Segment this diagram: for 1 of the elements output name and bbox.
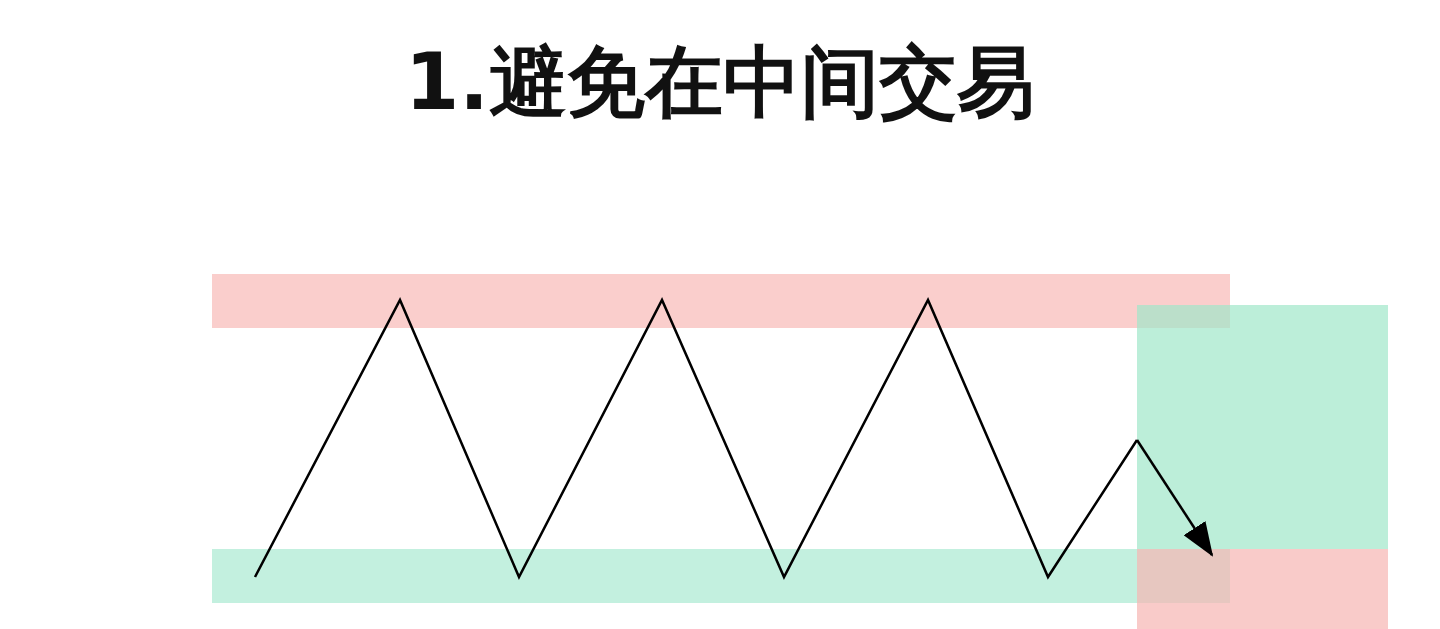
title: 1.避免在中间交易 [404, 40, 1036, 126]
